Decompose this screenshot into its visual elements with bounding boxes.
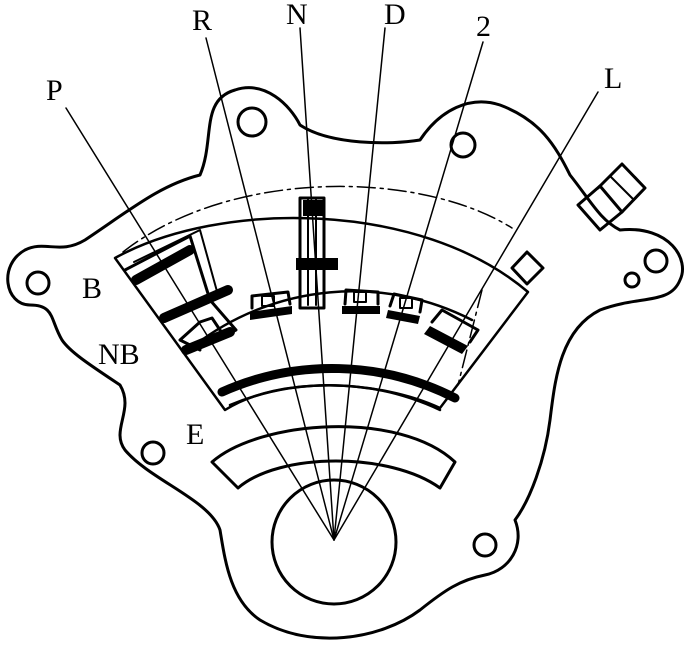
contact-block-2 (386, 292, 424, 324)
mount-hole-right-small (623, 271, 641, 289)
mount-hole-top-left (236, 106, 268, 138)
shaft-arc-slot (210, 425, 457, 490)
contact-arc-inner (228, 384, 442, 412)
contact-block-r (250, 290, 292, 320)
contact-finger-left (123, 229, 238, 355)
label-position-r: R (192, 4, 212, 37)
mount-hole-top-right (449, 131, 477, 159)
mount-hole-lower-right (472, 532, 498, 558)
mount-hole-right (643, 248, 669, 274)
label-terminal-e: E (186, 418, 204, 451)
shaft-hub (270, 478, 398, 606)
label-position-l: L (604, 62, 622, 95)
label-position-d: D (384, 0, 406, 31)
contact-plate-lower-dashed (457, 289, 483, 386)
mount-hole-lower-left (140, 440, 166, 466)
position-rays (65, 27, 599, 541)
label-position-n: N (286, 0, 308, 31)
label-position-p: P (46, 74, 63, 107)
housing-outline (6, 86, 684, 640)
contact-block-d (342, 288, 380, 314)
contact-block-l (424, 308, 480, 354)
index-block (510, 250, 545, 286)
label-terminal-nb: NB (98, 338, 140, 371)
contact-arc-main (217, 364, 460, 403)
label-position-2: 2 (476, 10, 491, 43)
mount-hole-left (25, 270, 51, 296)
vent-fitting (576, 162, 647, 232)
contact-plate-outer-dashed (122, 185, 513, 253)
label-terminal-b: B (82, 272, 102, 305)
